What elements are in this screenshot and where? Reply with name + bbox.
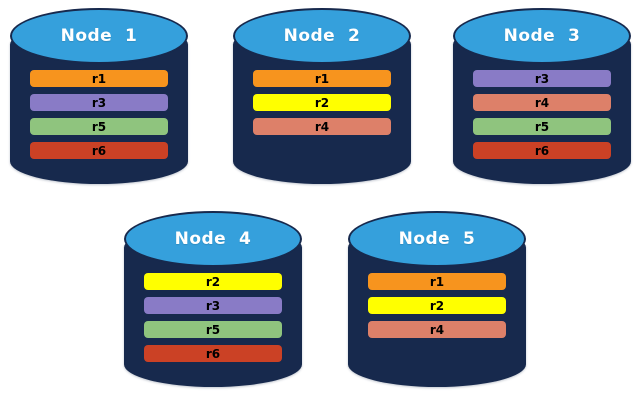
replica-list: r2 r3 r5 r6 bbox=[124, 273, 302, 362]
database-node-5[interactable]: Node 5 r1 r2 r4 bbox=[348, 211, 526, 387]
replica-bar[interactable]: r4 bbox=[473, 94, 611, 111]
replica-list: r1 r3 r5 r6 bbox=[10, 70, 188, 159]
replica-bar[interactable]: r1 bbox=[30, 70, 168, 87]
replica-bar[interactable]: r2 bbox=[144, 273, 282, 290]
replica-list: r3 r4 r5 r6 bbox=[453, 70, 631, 159]
database-node-2[interactable]: Node 2 r1 r2 r4 bbox=[233, 8, 411, 184]
replica-bar[interactable]: r1 bbox=[368, 273, 506, 290]
node-label: Node 4 bbox=[174, 229, 252, 249]
node-label: Node 3 bbox=[503, 26, 581, 46]
replica-bar[interactable]: r4 bbox=[253, 118, 391, 135]
replica-bar[interactable]: r2 bbox=[253, 94, 391, 111]
cylinder-top bbox=[348, 211, 526, 267]
cylinder-top bbox=[124, 211, 302, 267]
database-node-3[interactable]: Node 3 r3 r4 r5 r6 bbox=[453, 8, 631, 184]
replica-bar[interactable]: r3 bbox=[144, 297, 282, 314]
replica-bar[interactable]: r4 bbox=[368, 321, 506, 338]
replica-bar[interactable]: r5 bbox=[473, 118, 611, 135]
node-label: Node 2 bbox=[283, 26, 361, 46]
replica-bar[interactable]: r6 bbox=[473, 142, 611, 159]
replica-bar[interactable]: r5 bbox=[30, 118, 168, 135]
cylinder-top bbox=[453, 8, 631, 64]
database-node-4[interactable]: Node 4 r2 r3 r5 r6 bbox=[124, 211, 302, 387]
replica-list: r1 r2 r4 bbox=[348, 273, 526, 338]
replica-bar[interactable]: r1 bbox=[253, 70, 391, 87]
replica-bar[interactable]: r6 bbox=[30, 142, 168, 159]
database-node-1[interactable]: Node 1 r1 r3 r5 r6 bbox=[10, 8, 188, 184]
replica-bar[interactable]: r6 bbox=[144, 345, 282, 362]
cylinder-top bbox=[233, 8, 411, 64]
node-label: Node 5 bbox=[398, 229, 476, 249]
cylinder-top bbox=[10, 8, 188, 64]
replica-bar[interactable]: r3 bbox=[473, 70, 611, 87]
node-label: Node 1 bbox=[60, 26, 138, 46]
replica-bar[interactable]: r2 bbox=[368, 297, 506, 314]
replica-bar[interactable]: r3 bbox=[30, 94, 168, 111]
replica-bar[interactable]: r5 bbox=[144, 321, 282, 338]
replica-list: r1 r2 r4 bbox=[233, 70, 411, 135]
